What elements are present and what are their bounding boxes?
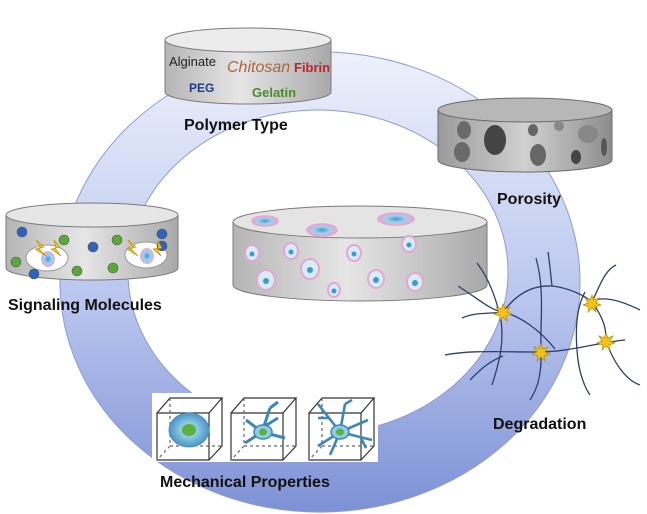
- mechanical-cube-branched-cell: [308, 397, 376, 461]
- gelatin-text: Gelatin: [252, 85, 296, 100]
- central-hydrogel-cylinder: [232, 205, 488, 302]
- degradation-cleavage-sites: [492, 294, 617, 363]
- polymer-type-cylinder: [164, 27, 332, 105]
- mechanical-cube-spread-cell: [230, 397, 298, 461]
- fibrin-text: Fibrin: [294, 60, 330, 75]
- polymer-type-label: Polymer Type: [184, 117, 288, 134]
- mechanical-properties-label: Mechanical Properties: [160, 474, 330, 491]
- signaling-molecules-label: Signaling Molecules: [8, 297, 162, 314]
- porosity-cylinder: [437, 97, 613, 173]
- signaling-molecules-cylinder: [5, 202, 179, 281]
- porosity-label: Porosity: [497, 191, 561, 208]
- mechanical-cube-round-cell: [156, 397, 224, 461]
- degradation-label: Degradation: [493, 416, 586, 433]
- peg-text: PEG: [189, 81, 214, 95]
- alginate-text: Alginate: [169, 54, 216, 69]
- chitosan-text: Chitosan: [227, 59, 290, 76]
